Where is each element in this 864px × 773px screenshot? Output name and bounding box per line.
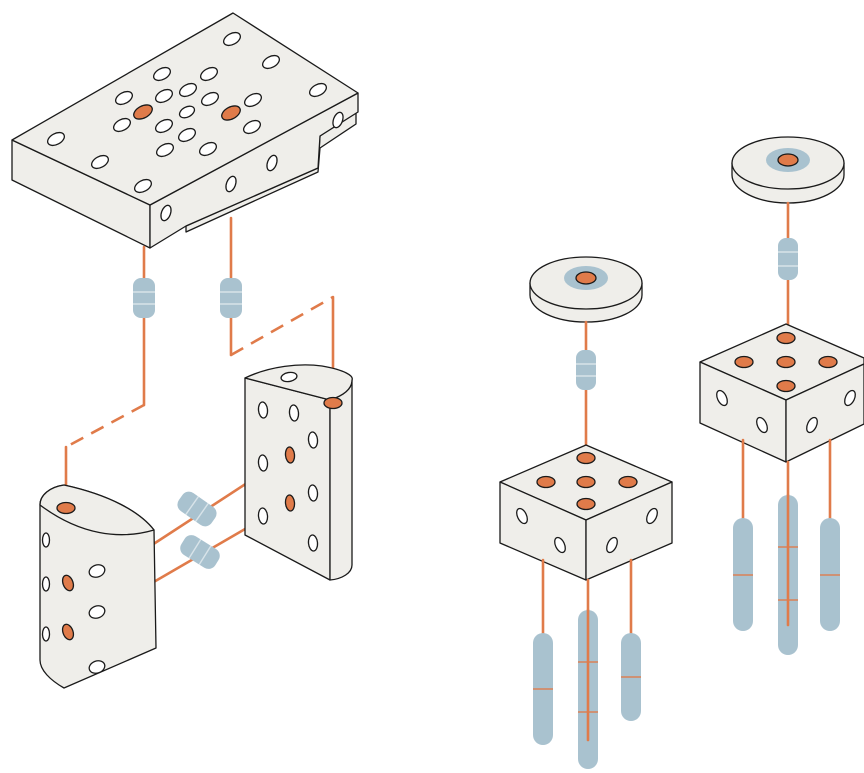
plate-side-holes	[160, 111, 344, 222]
connector-2	[220, 278, 242, 318]
half-cylinder-back-side	[244, 377, 331, 581]
sensor-cube-1	[499, 444, 673, 581]
inline-connectors-left	[133, 278, 242, 569]
connector-5	[576, 350, 596, 390]
disc-terminal-2	[731, 136, 845, 204]
connector-6	[778, 238, 798, 280]
mounting-plate	[11, 12, 359, 249]
sensor-assembly-2	[699, 136, 864, 655]
half-cylinder-back-top-hole	[323, 396, 343, 410]
connector-4	[180, 535, 220, 569]
probes-1	[533, 558, 641, 769]
disc-terminal-1	[529, 256, 643, 323]
half-cylinder-front-top	[39, 484, 155, 536]
half-cylinder-back-top	[244, 364, 353, 401]
plate-active-hole-1	[133, 104, 153, 120]
plate-right-face	[149, 92, 359, 249]
half-cylinder-back	[244, 364, 353, 581]
plate-active-hole-2	[221, 105, 241, 121]
probes-2	[733, 438, 840, 655]
sensor-cube-2	[699, 323, 864, 463]
sensor-assembly-1	[499, 256, 673, 769]
half-cylinder-back-curve	[329, 379, 353, 581]
connector-3	[177, 491, 217, 527]
half-cylinder-front	[39, 484, 157, 689]
half-cylinder-front-top-hole	[56, 501, 76, 515]
connector-1	[133, 278, 155, 318]
plate-top-holes	[46, 31, 328, 194]
